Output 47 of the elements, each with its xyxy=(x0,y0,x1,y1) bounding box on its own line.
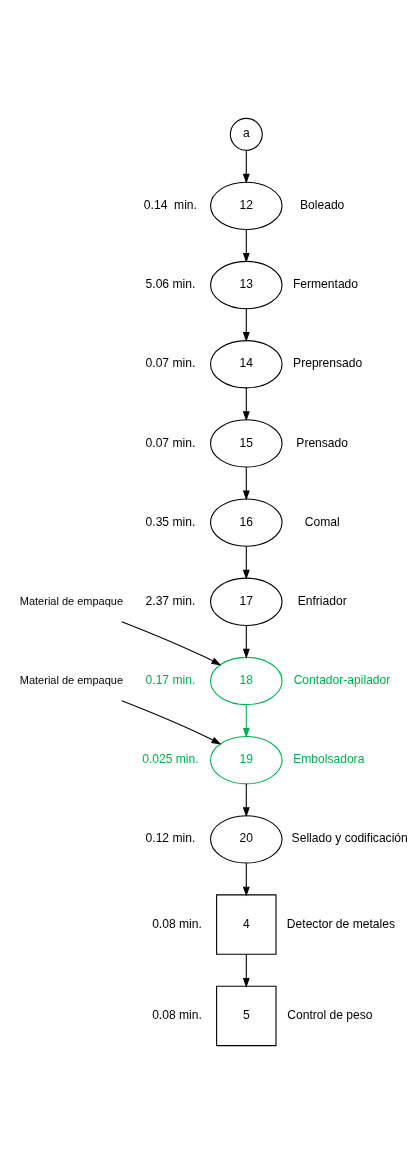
node-label: 0.12 min. xyxy=(145,830,196,845)
arrow xyxy=(242,228,250,263)
node-circle: a xyxy=(229,117,263,151)
node-text: Material de empaque xyxy=(19,673,124,686)
node-label: 0.08 min. xyxy=(152,916,202,931)
node-label: 0.025 min. xyxy=(142,751,199,766)
node-label: Preprensado xyxy=(293,355,363,370)
arrow xyxy=(121,699,222,745)
node-ellipse: 14 xyxy=(210,339,283,388)
node-label: 0.08 min. xyxy=(152,1007,202,1022)
node-label: Control de peso xyxy=(287,1007,373,1022)
arrow xyxy=(121,620,222,665)
node-ellipse: 16 xyxy=(210,497,283,547)
node-label: Detector de metales xyxy=(286,916,395,931)
arrow xyxy=(242,624,250,659)
node-label: 5.06 min. xyxy=(145,276,196,291)
arrow xyxy=(242,703,250,738)
node-label: Comal xyxy=(304,514,340,529)
node-ellipse: 20 xyxy=(210,814,283,864)
arrow xyxy=(242,953,250,988)
node-ellipse: 15 xyxy=(210,418,283,468)
arrow xyxy=(242,466,250,500)
node-label: Enfriador xyxy=(297,593,347,608)
node-ellipse: 12 xyxy=(210,181,283,230)
arrow xyxy=(242,545,250,580)
node-ellipse: 17 xyxy=(210,577,283,626)
node-ellipse: 13 xyxy=(210,260,283,309)
node-box: 5 xyxy=(216,985,277,1046)
node-label: 0.07 min. xyxy=(145,434,196,449)
node-label: 0.17 min. xyxy=(145,672,196,687)
node-label: 0.07 min. xyxy=(145,355,196,370)
node-label: Prensado xyxy=(296,434,349,449)
arrow xyxy=(242,307,250,342)
node-label: Embolsadora xyxy=(293,751,365,766)
arrow xyxy=(242,386,250,421)
arrow xyxy=(242,862,250,897)
node-label: Sellado y codificación xyxy=(291,830,408,845)
node-text: Material de empaque xyxy=(19,594,124,607)
node-label: Fermentado xyxy=(292,276,359,291)
node-box: 4 xyxy=(216,893,277,955)
node-label: 2.37 min. xyxy=(145,593,196,608)
node-label: Boleado xyxy=(300,197,345,212)
arrow xyxy=(242,782,250,817)
node-label: Contador-apilador xyxy=(293,672,391,687)
node-label: 0.14 min. xyxy=(143,197,197,212)
arrow xyxy=(242,149,250,184)
node-label: 0.35 min. xyxy=(145,514,196,529)
